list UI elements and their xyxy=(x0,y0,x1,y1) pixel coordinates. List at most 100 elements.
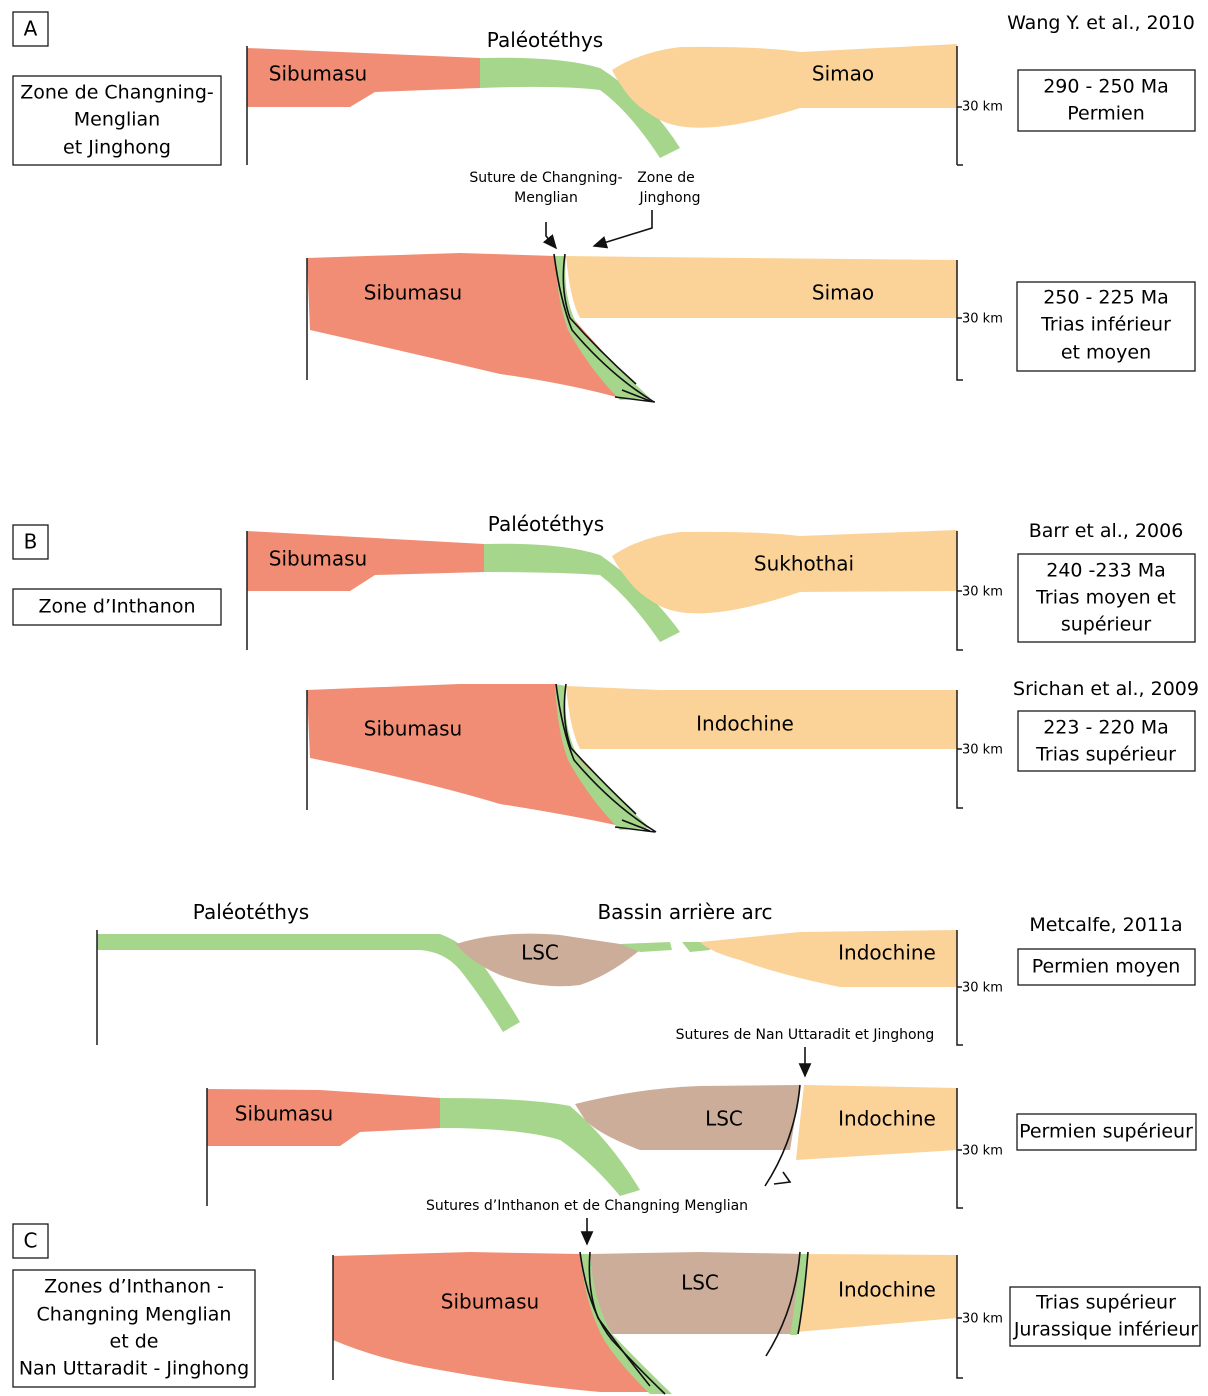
panel-c2-middle-plate-label: LSC xyxy=(705,1107,743,1131)
panel-c2-note: Sutures de Nan Uttaradit et Jinghong xyxy=(676,1027,935,1043)
panel-c1-title-left: Paléotéthys xyxy=(193,900,309,924)
section-b-zone-box xyxy=(12,588,222,626)
back-arc-basin-left xyxy=(620,942,672,952)
section-a-zone-box xyxy=(12,75,222,166)
panel-a1-scale-label: 30 km xyxy=(962,100,1003,115)
section-b: B Zone d’Inthanon Paléotéthys Sibumasu S… xyxy=(12,512,1199,833)
depth-axis xyxy=(956,690,963,809)
section-c: Metcalfe, 2011a Paléotéthys Bassin arriè… xyxy=(12,900,1201,1395)
panel-c3-age-line2: Jurassique inférieur xyxy=(1013,1319,1199,1341)
indochine-plate xyxy=(566,686,957,749)
panel-c1-age-box xyxy=(1017,948,1196,986)
section-a-letter-box xyxy=(12,11,49,47)
simao-plate xyxy=(612,44,957,128)
panel-c3-left-plate-label: Sibumasu xyxy=(441,1290,539,1314)
sibumasu-plate xyxy=(307,684,640,826)
depth-axis xyxy=(956,46,963,166)
section-a-zone-line1: Zone de Changning- xyxy=(20,82,214,104)
panel-a1-right-plate-label: Simao xyxy=(812,62,874,86)
section-b-letter: B xyxy=(24,530,38,554)
panel-b2: Sibumasu Indochine 30 km Srichan et al.,… xyxy=(306,678,1199,833)
zone-note-line2: Jinghong xyxy=(639,190,701,206)
suture-fault-line xyxy=(555,683,657,833)
panel-a1-age-box xyxy=(1017,69,1196,132)
sibumasu-plate xyxy=(307,253,640,398)
panel-c3-middle-plate-label: LSC xyxy=(681,1271,719,1295)
panel-b2-left-plate-label: Sibumasu xyxy=(364,717,462,741)
simao-plate xyxy=(566,256,957,318)
depth-axis xyxy=(956,930,963,1046)
panel-b1: Paléotéthys Sibumasu Sukhothai 30 km Bar… xyxy=(246,512,1196,651)
changning-suture-line xyxy=(588,1251,651,1387)
suture-arrow xyxy=(542,222,558,250)
panel-a2: Suture de Changning- Menglian Zone de Ji… xyxy=(306,170,1196,403)
panel-b1-age-line2: Trias moyen et xyxy=(1035,587,1176,609)
panel-c1-middle-plate-label: LSC xyxy=(521,941,559,965)
sibumasu-plate xyxy=(247,531,484,591)
panel-c2-scale-label: 30 km xyxy=(962,1144,1003,1159)
panel-a1-title: Paléotéthys xyxy=(487,28,603,52)
panel-c3: Sutures d’Inthanon et de Changning Mengl… xyxy=(12,1198,1201,1395)
panel-b1-age-line1: 240 -233 Ma xyxy=(1046,560,1166,582)
panel-b1-age-box xyxy=(1017,553,1196,643)
sibumasu-plate xyxy=(207,1089,440,1146)
panel-a1-age-line1: 290 - 250 Ma xyxy=(1043,76,1169,98)
panel-b2-reference: Srichan et al., 2009 xyxy=(1013,678,1199,700)
panel-c1-right-plate-label: Indochine xyxy=(838,941,936,965)
panel-c2-age-box xyxy=(1016,1113,1197,1151)
nan-uttaradit-suture-line xyxy=(765,1251,809,1357)
panel-b1-left-plate-label: Sibumasu xyxy=(269,547,367,571)
zone-fault-line xyxy=(562,253,656,403)
depth-axis xyxy=(956,531,963,651)
sibumasu-plate xyxy=(247,48,480,107)
panel-a2-scale-label: 30 km xyxy=(962,312,1003,327)
panel-b1-age-line3: supérieur xyxy=(1061,614,1152,636)
panel-c1: Paléotéthys Bassin arrière arc LSC Indoc… xyxy=(96,900,1196,1046)
paleotethys-suture-zone xyxy=(555,256,650,400)
panel-a2-left-plate-label: Sibumasu xyxy=(364,281,462,305)
panel-b2-right-plate-label: Indochine xyxy=(696,712,794,736)
zone-arrow xyxy=(592,210,653,249)
panel-a1-left-plate-label: Sibumasu xyxy=(269,62,367,86)
sukhothai-plate xyxy=(612,530,957,614)
indochine-plate xyxy=(700,930,957,987)
section-c-zone-line4: Nan Uttaradit - Jinghong xyxy=(19,1358,249,1380)
section-c-letter-box xyxy=(12,1223,49,1259)
indochine-plate xyxy=(796,1254,957,1332)
section-a-zone-line3: et Jinghong xyxy=(63,137,171,159)
lsc-block xyxy=(575,1085,800,1150)
panel-c3-age-line1: Trias supérieur xyxy=(1035,1292,1176,1314)
panel-a2-right-plate-label: Simao xyxy=(812,281,874,305)
panel-c3-age-box xyxy=(1009,1286,1201,1347)
lsc-block xyxy=(590,1252,805,1334)
panel-b1-reference: Barr et al., 2006 xyxy=(1029,520,1184,542)
panel-c1-age-line1: Permien moyen xyxy=(1032,956,1181,978)
panel-b2-age-line2: Trias supérieur xyxy=(1035,744,1176,766)
panel-c2-left-plate-label: Sibumasu xyxy=(235,1102,333,1126)
paleotethys-slab xyxy=(440,1098,640,1196)
suture-fault-line xyxy=(553,253,655,403)
section-a-letter: A xyxy=(24,17,38,41)
panel-c3-note: Sutures d’Inthanon et de Changning Mengl… xyxy=(426,1198,748,1214)
section-c-reference: Metcalfe, 2011a xyxy=(1029,914,1182,936)
panel-c3-right-plate-label: Indochine xyxy=(838,1278,936,1302)
suture-fault-line xyxy=(764,1084,801,1187)
section-a-zone-line2: Menglian xyxy=(74,109,160,131)
panel-a2-age-line1: 250 - 225 Ma xyxy=(1043,287,1169,309)
panel-b1-right-plate-label: Sukhothai xyxy=(754,552,854,576)
panel-b2-age-box xyxy=(1017,710,1196,772)
section-a-reference: Wang Y. et al., 2010 xyxy=(1007,12,1195,34)
lsc-block xyxy=(456,933,640,987)
panel-b1-title: Paléotéthys xyxy=(488,512,604,536)
section-c-zone-line2: Changning Menglian xyxy=(37,1304,232,1326)
panel-c3-scale-label: 30 km xyxy=(962,1312,1003,1327)
panel-a2-age-line2: Trias inférieur xyxy=(1040,314,1171,336)
panel-b1-scale-label: 30 km xyxy=(962,585,1003,600)
paleotethys-slab xyxy=(484,543,680,642)
sibumasu-plate xyxy=(333,1252,660,1392)
panel-c1-scale-label: 30 km xyxy=(962,981,1003,996)
paleotethys-slab xyxy=(480,57,680,158)
zone-note-line1: Zone de xyxy=(637,170,695,186)
panel-c2-age-line1: Permien supérieur xyxy=(1019,1121,1193,1143)
